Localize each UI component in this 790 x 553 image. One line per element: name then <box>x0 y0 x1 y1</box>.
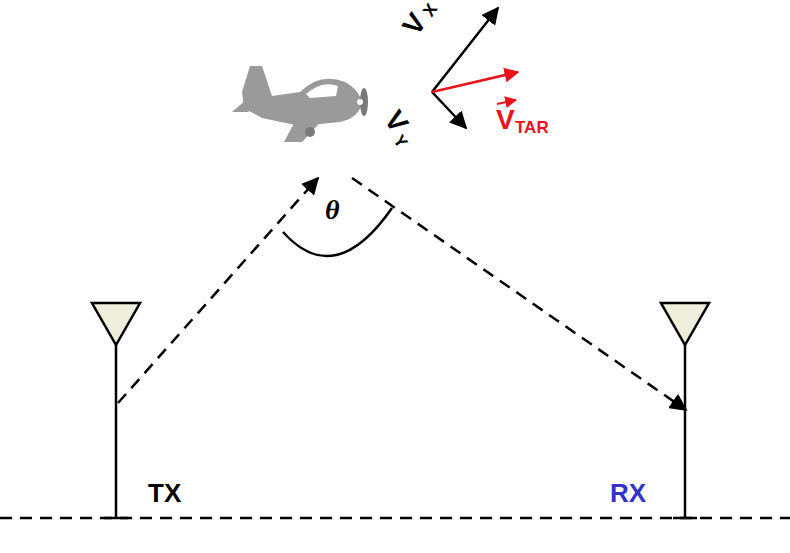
vector-subscript: TAR <box>515 119 549 136</box>
vector-accent <box>497 100 516 104</box>
antenna-base <box>673 517 697 520</box>
antenna-mast <box>115 345 118 518</box>
airplane <box>232 66 368 142</box>
antenna-symbol <box>661 303 709 345</box>
target-velocity-vector <box>432 72 518 92</box>
vector-subscript: X <box>420 1 440 20</box>
vector-label: V <box>379 106 413 137</box>
signal-path <box>352 178 686 410</box>
angle-label: θ <box>325 196 340 224</box>
antenna-label: RX <box>610 480 646 506</box>
antenna-base <box>104 517 128 520</box>
velocity-vector <box>432 92 466 128</box>
antenna-symbol <box>92 303 140 345</box>
signal-path <box>118 178 318 403</box>
ground-line <box>0 517 790 520</box>
vector-label: V <box>496 106 515 134</box>
antenna-label: TX <box>148 480 181 506</box>
antenna-mast <box>684 345 687 518</box>
